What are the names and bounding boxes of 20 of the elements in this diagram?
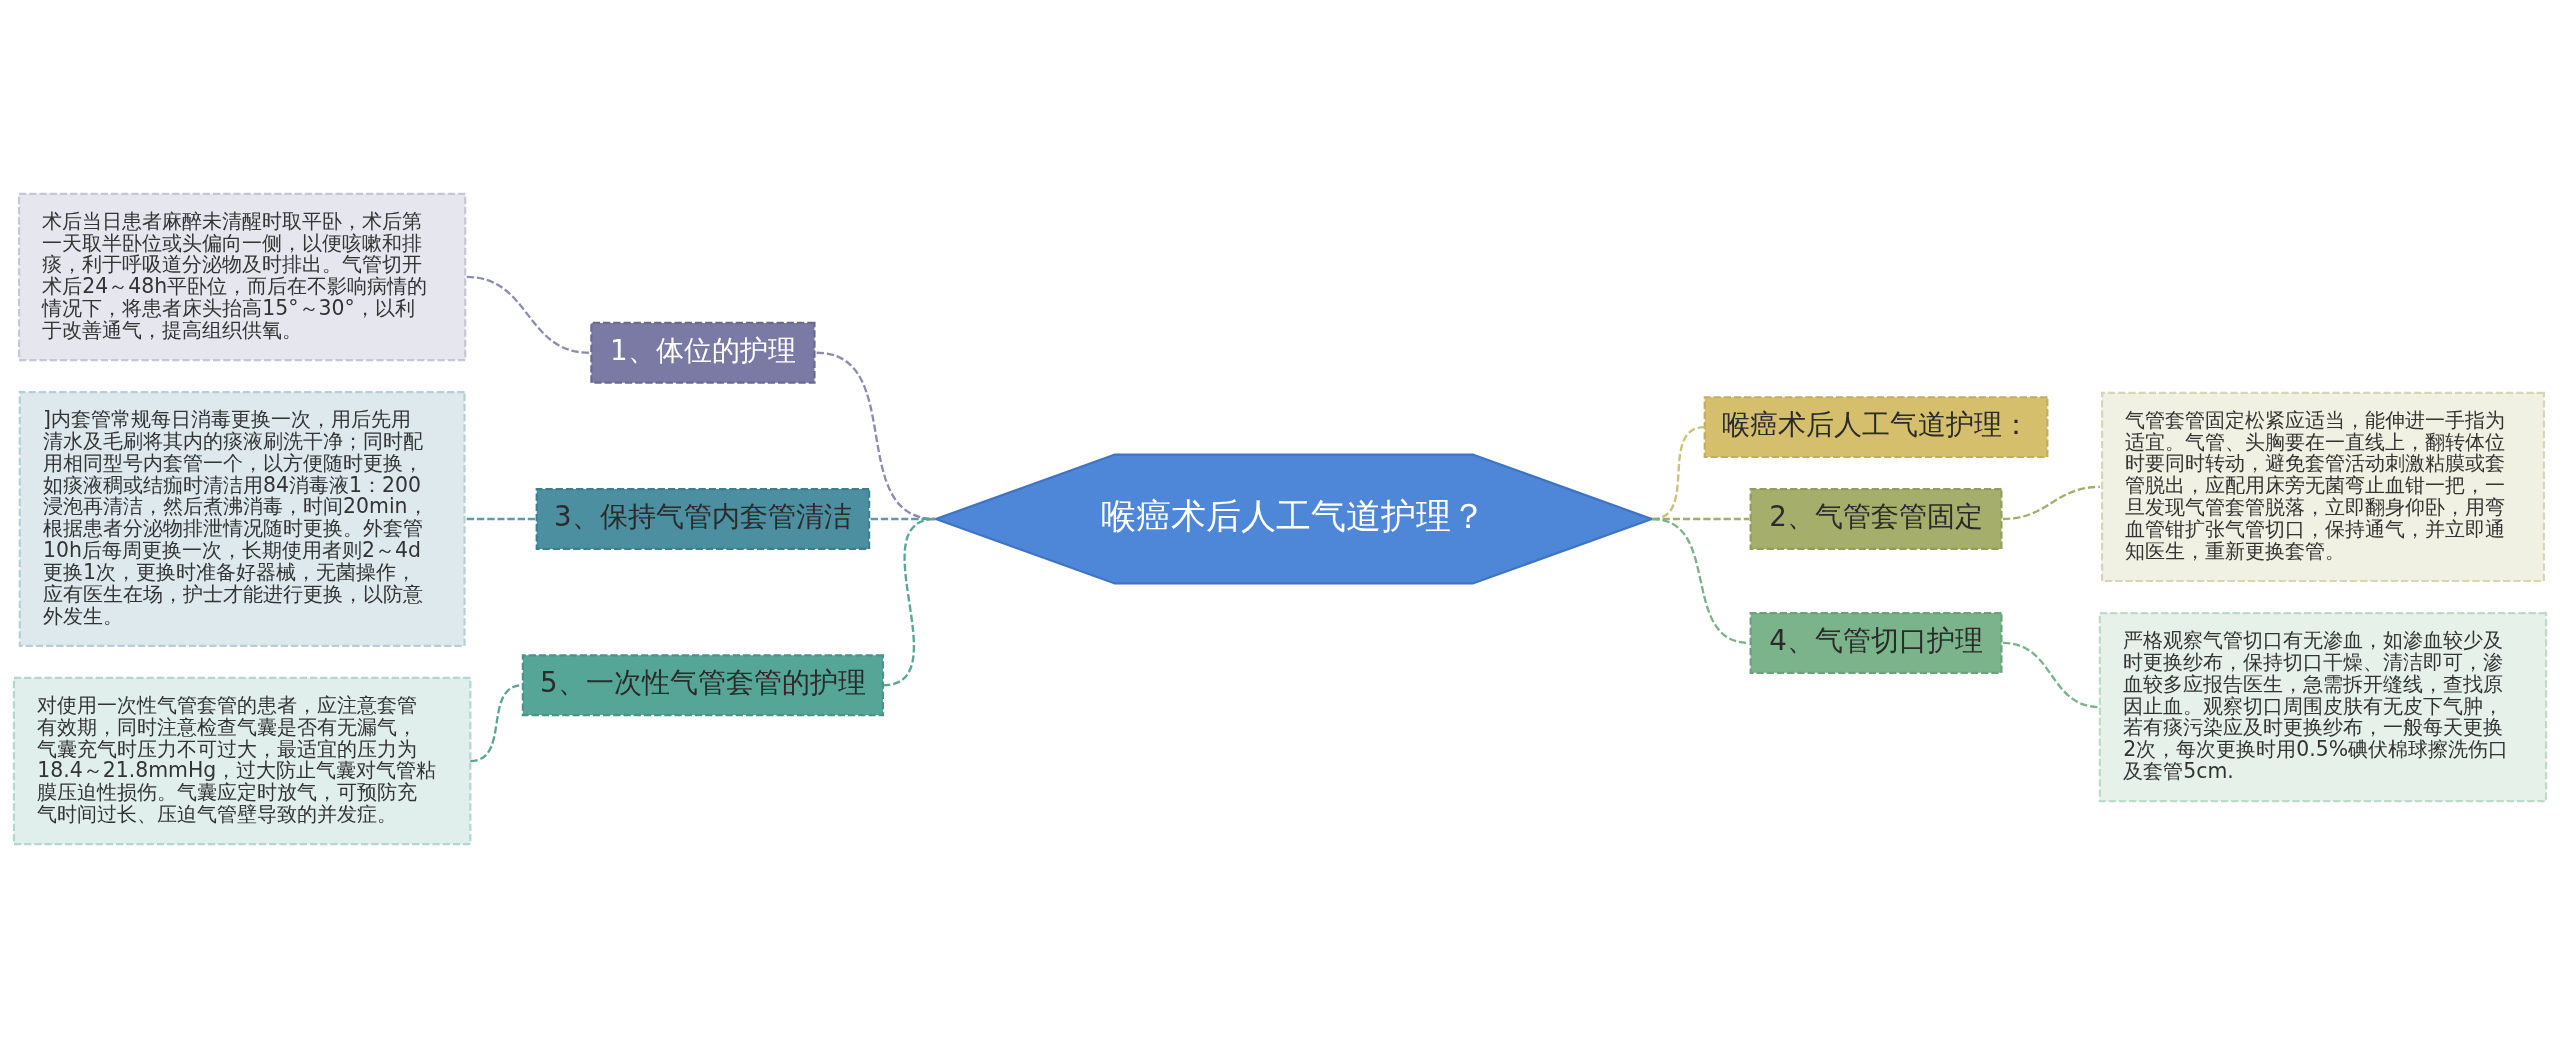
connector	[466, 517, 536, 520]
node-box: 气管套管固定松紧应适当，能伸进一手指为适宜。气管、头胸要在一直线上，翻转体位时要同时转动，避免套管活动刺激粘膜或套管脱出，应配用床旁无菌弯止血钳一把，一旦发现气管套管脱落，立即翻身仰卧，用弯血管钳扩张气管切口，保持通气，并立即通知医生，重新更换套管。	[2100, 391, 2545, 582]
connector	[2002, 485, 2100, 520]
connector	[816, 351, 936, 520]
connector	[2002, 641, 2100, 708]
node-box: 3、保持气管内套管清洁	[535, 487, 871, 550]
connector	[870, 517, 936, 520]
node-box: 术后当日患者麻醉未清醒时取平卧，术后第一天取半卧位或头偏向一侧，以便咳嗽和排痰，利于呼吸道分泌物及时排出。气管切开术后24～48h平卧位，而后在不影响病情的情况下，将患者床头抬高15°～30°，以利于改善通气，提高组织供氧。	[17, 192, 467, 361]
node-box: 对使用一次性气管套管的患者，应注意套管有效期，同时注意检查气囊是否有无漏气，气囊充气时压力不可过大，最适宜的压力为18.4～21.8mmHg，过大防止气囊对气管粘膜压迫性损伤。气囊应定时放气，可预防充气时间过长、压迫气管壁导致的并发症。	[12, 676, 472, 845]
connector	[882, 517, 936, 686]
node-box: ]内套管常规每日消毒更换一次，用后先用清水及毛刷将其内的痰液刷洗干净；同时配用相同型号内套管一个，以方便随时更换，如痰液稠或结痂时清洁用84消毒液1：200浸泡再清洁，然后煮沸消毒，时间20min，根据患者分泌物排泄情况随时更换。外套管10h后每周更换一次，长期使用者则2～4d更换1次，更换时准备好器械，无菌操作，应有医生在场，护士才能进行更换，以防意外发生。	[18, 390, 466, 647]
node-box: 5、一次性气管套管的护理	[521, 653, 885, 716]
connector	[466, 275, 590, 354]
node-box: 1、体位的护理	[590, 321, 816, 384]
node-box: 喉癌术后人工气道护理：	[1703, 395, 2049, 458]
node-box: 2、气管套管固定	[1749, 487, 2003, 550]
connector	[1652, 517, 1750, 644]
connector	[470, 683, 524, 762]
node-box: 4、气管切口护理	[1749, 611, 2003, 674]
node-box: 严格观察气管切口有无渗血，如渗血较少及时更换纱布，保持切口干燥、清洁即可，渗血较多应报告医生，急需拆开缝线，查找原因止血。观察切口周围皮肤有无皮下气肿，若有痰污染应及时更换纱布，一般每天更换2次，每次更换时用0.5%碘伏棉球擦洗伤口及套管5cm.	[2098, 611, 2548, 802]
